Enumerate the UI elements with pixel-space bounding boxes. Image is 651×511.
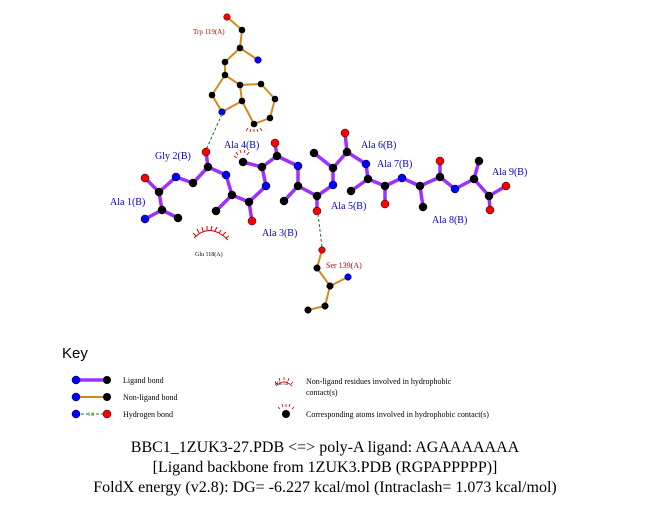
label-ala5: Ala 5(B): [331, 201, 366, 212]
glu118-label: Glu 118(A): [195, 251, 223, 258]
trp119-hydrophobic-mark: [245, 127, 263, 133]
ligand-atoms: [140, 128, 511, 226]
key-nonligand-bond-label: Non-ligand bond: [123, 393, 177, 402]
key-hbond-label: Hydrogen bond: [123, 410, 173, 419]
key-hydrophobic-residues-line2: contact(s): [306, 388, 338, 397]
label-ala7: Ala 7(B): [377, 159, 412, 170]
ligand-bonds: [143, 131, 508, 223]
hbond-ala5-ser139: [317, 213, 323, 248]
ser139-atoms: [304, 246, 352, 314]
caption-line3: FoldX energy (v2.8): DG= -6.227 kcal/mol…: [93, 479, 556, 496]
ala4-hydrophobic-mark: [233, 149, 250, 159]
key-hydrophobic-atoms: Corresponding atoms involved in hydropho…: [277, 403, 489, 419]
label-ala6: Ala 6(B): [361, 140, 396, 151]
glu118-hydrophobic-arc: [192, 225, 230, 241]
label-ala9: Ala 9(B): [492, 167, 527, 178]
key-his-label: His 53: [275, 382, 289, 387]
label-ala4: Ala 4(B): [224, 140, 259, 151]
hbond-trp-gly2: [205, 113, 223, 151]
ligand-residue-labels: Ala 1(B) Gly 2(B) Ala 3(B) Ala 4(B) Ala …: [110, 140, 527, 239]
label-ala1: Ala 1(B): [110, 197, 145, 208]
key-ligand-bond-label: Ligand bond: [123, 376, 164, 385]
label-gly2: Gly 2(B): [155, 151, 191, 162]
ser139-label: Ser 139(A): [326, 261, 362, 270]
caption: BBC1_1ZUK3-27.PDB <=> poly-A ligand: AGA…: [93, 439, 556, 496]
label-ala8: Ala 8(B): [432, 215, 467, 226]
key-ligand-bond: Ligand bond: [71, 375, 164, 385]
key-hbond-distance: 3.0: [88, 413, 95, 418]
key-hydrophobic-residues: His 53 Non-ligand residues involved in h…: [274, 377, 452, 397]
key-nonligand-bond: Non-ligand bond: [71, 392, 177, 402]
trp119-atoms: [208, 13, 279, 128]
caption-line2: [Ligand backbone from 1ZUK3.PDB (RGPAPPP…: [153, 459, 498, 476]
caption-line1: BBC1_1ZUK3-27.PDB <=> poly-A ligand: AGA…: [131, 439, 520, 456]
key-hydrophobic-residues-line1: Non-ligand residues involved in hydropho…: [306, 377, 452, 386]
trp119-label: Trp 119(A): [193, 28, 225, 36]
ser139-residue: [307, 249, 349, 311]
key-hbond: 3.0 Hydrogen bond: [71, 409, 173, 419]
key-hydrophobic-atoms-label: Corresponding atoms involved in hydropho…: [306, 410, 489, 419]
label-ala3: Ala 3(B): [262, 228, 297, 239]
key-title: Key: [62, 345, 88, 362]
